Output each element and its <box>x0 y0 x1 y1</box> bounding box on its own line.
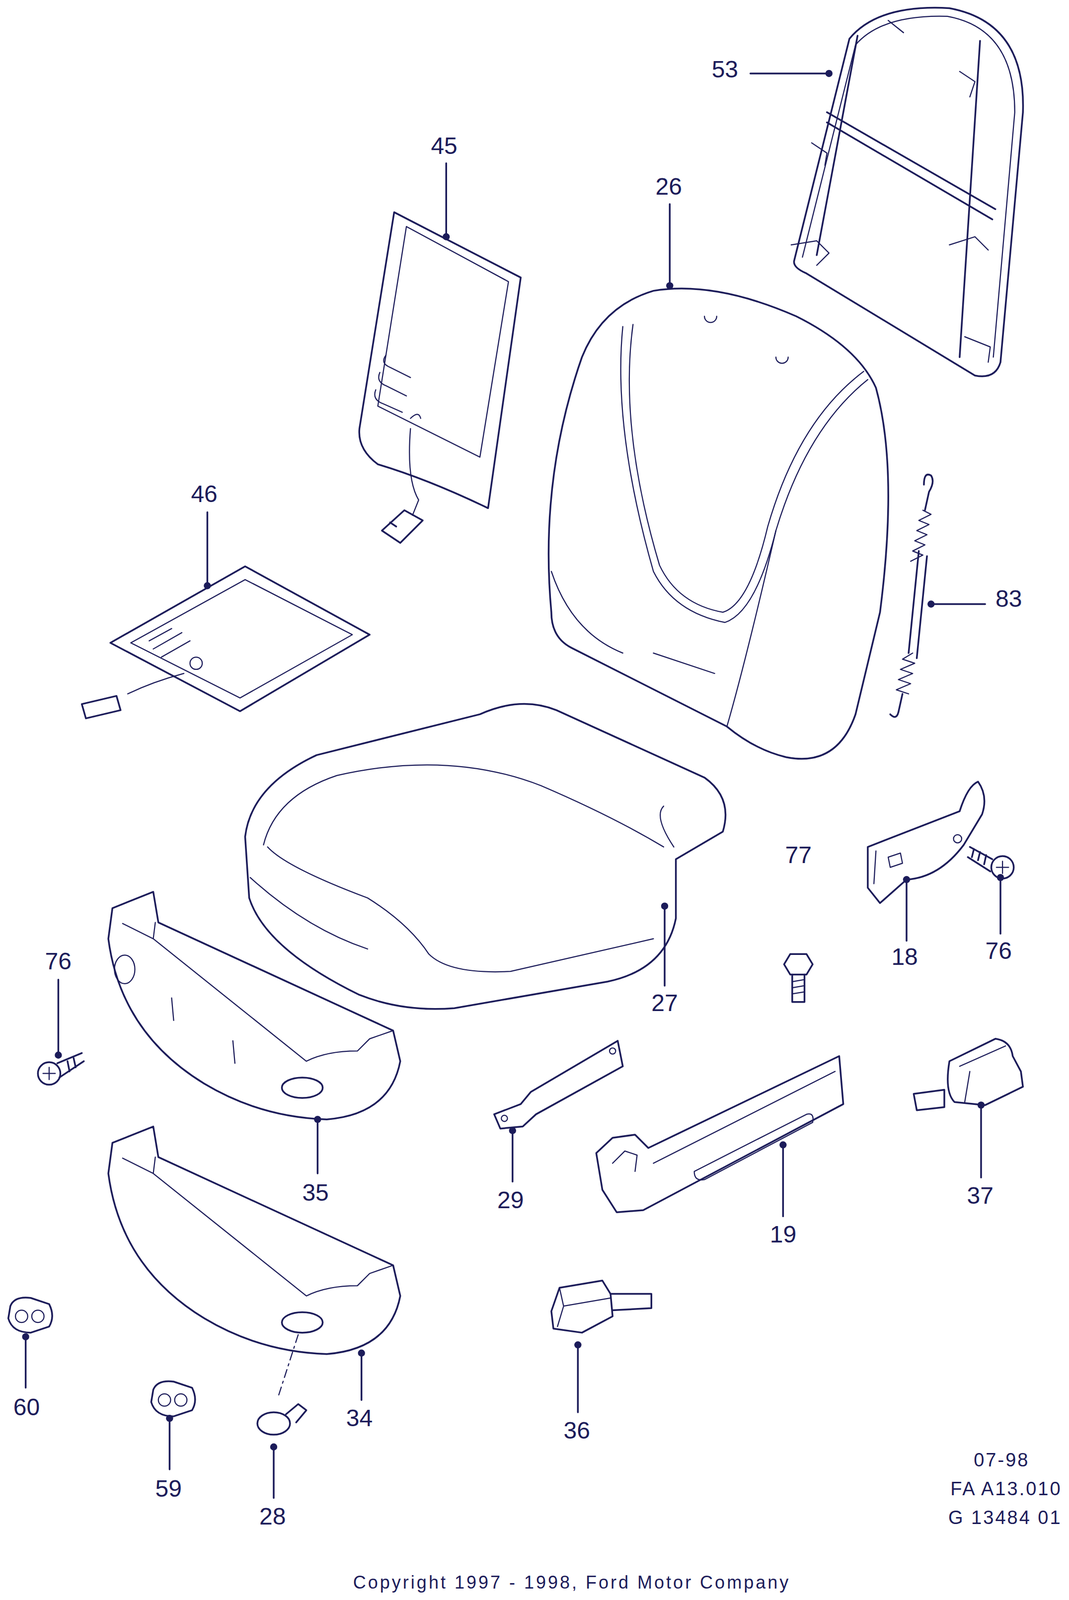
clip <box>551 1281 652 1334</box>
callout-number: 37 <box>966 1184 993 1209</box>
seat-back-panel <box>791 7 1024 377</box>
recliner-bracket <box>867 781 985 904</box>
cushion-heater-pad <box>81 566 370 719</box>
side-shield <box>108 892 401 1120</box>
callout-number: 28 <box>259 1505 286 1529</box>
callout-number: 26 <box>655 174 683 199</box>
side-shield <box>108 1127 401 1399</box>
drawing-code: FA A13.010 <box>950 1479 1062 1499</box>
back-heater-pad <box>359 212 521 543</box>
callout-number: 46 <box>190 482 218 507</box>
callout-number: 29 <box>497 1188 524 1213</box>
support-strip <box>494 1041 623 1130</box>
callout-number: 59 <box>154 1477 182 1502</box>
callout-number: 19 <box>769 1222 797 1247</box>
plug <box>257 1404 307 1436</box>
callout-number: 53 <box>711 57 739 82</box>
copyright-note: Copyright 1997 - 1998, Ford Motor Compan… <box>353 1574 791 1593</box>
callout-number: 77 <box>785 843 812 868</box>
callout-number: 27 <box>651 991 678 1016</box>
callout-number: 36 <box>563 1419 591 1444</box>
callout-number: 18 <box>891 945 918 970</box>
callout-number: 34 <box>346 1406 373 1431</box>
cushion-cover <box>244 704 726 1010</box>
callout-number: 76 <box>44 949 72 974</box>
callout-number: 60 <box>13 1395 40 1420</box>
backrest-cover <box>548 288 889 760</box>
screw <box>37 1053 84 1086</box>
callout-number: 45 <box>430 134 458 158</box>
screw <box>967 847 1014 880</box>
seat-track-cover <box>596 1056 843 1213</box>
bolt <box>783 954 813 1003</box>
drawing-code: 07-98 <box>973 1450 1030 1470</box>
tension-spring <box>890 474 933 718</box>
callout-number: 83 <box>995 587 1022 611</box>
drawing-code: G 13484 01 <box>948 1508 1063 1528</box>
callout-number: 76 <box>985 939 1012 964</box>
grommet <box>151 1381 195 1418</box>
callout-number: 35 <box>302 1181 329 1206</box>
grommet <box>8 1298 53 1334</box>
clip <box>913 1039 1023 1111</box>
